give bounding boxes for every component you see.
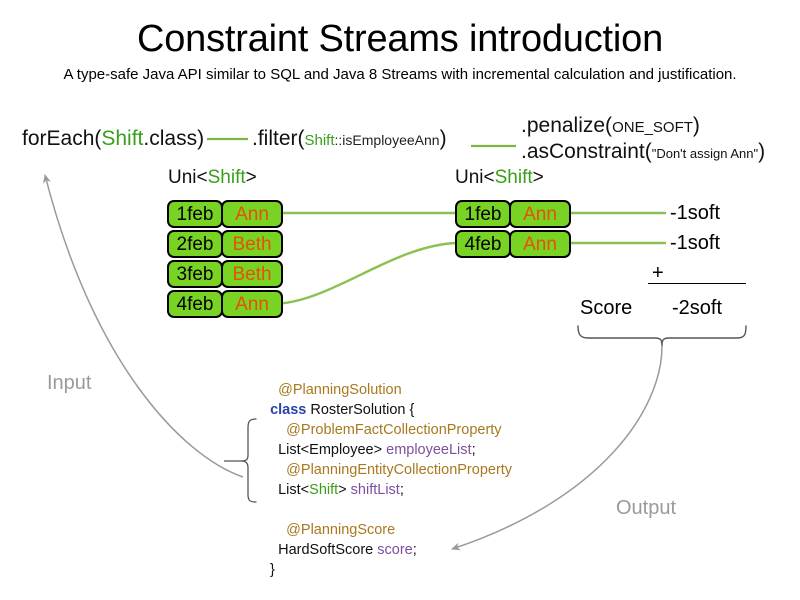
code-token: > <box>338 482 351 498</box>
code-token: RosterSolution { <box>306 402 415 418</box>
penalty-value: -1soft <box>670 232 721 254</box>
uni-left-suffix: > <box>245 167 257 188</box>
shift-chip[interactable]: 4feb Ann <box>167 290 283 318</box>
code-line: @PlanningScore <box>262 520 512 540</box>
filter-expression[interactable]: .filter(Shift::isEmployeeAnn) <box>252 127 447 151</box>
code-token: shiftList <box>350 482 400 498</box>
code-token: score <box>377 542 413 558</box>
code-token: List<Employee> <box>262 442 387 458</box>
filter-ref-type: Shift <box>304 132 335 149</box>
shift-date: 4feb <box>167 290 223 318</box>
for-each-call: forEach( <box>22 127 102 150</box>
code-token: ; <box>471 442 476 458</box>
sum-rule <box>648 283 746 284</box>
shift-employee: Beth <box>221 230 283 258</box>
shift-date: 4feb <box>455 230 511 258</box>
shift-date: 1feb <box>455 200 511 228</box>
code-line: class RosterSolution { <box>262 400 512 420</box>
for-each-expression[interactable]: forEach(Shift.class) <box>22 127 204 151</box>
uni-left-type: Shift <box>207 167 246 188</box>
code-line <box>262 500 512 520</box>
filter-method-ref: ::isEmployeeAnn <box>334 132 440 148</box>
code-line: } <box>262 560 512 580</box>
shift-chip[interactable]: 2feb Beth <box>167 230 283 258</box>
filtered-shift-chip[interactable]: 4feb Ann <box>455 230 571 258</box>
shift-date: 2feb <box>167 230 223 258</box>
for-each-rest: .class) <box>143 127 205 150</box>
uni-left-prefix: Uni< <box>168 167 208 188</box>
total-score-value: -2soft <box>672 297 723 319</box>
code-token: ; <box>399 482 404 498</box>
code-token <box>262 522 286 538</box>
code-token: } <box>262 562 275 578</box>
code-token <box>262 382 278 398</box>
page-subtitle: A type-safe Java API similar to SQL and … <box>63 66 737 83</box>
shift-employee: Ann <box>221 200 283 228</box>
uni-right-type: Shift <box>494 167 533 188</box>
as-constraint-arg: "Don't assign Ann" <box>651 146 759 161</box>
code-token: @ProblemFactCollectionProperty <box>286 422 502 438</box>
code-token <box>262 422 286 438</box>
code-token: employeeList <box>386 442 472 458</box>
page-title: Constraint Streams introduction <box>136 18 664 60</box>
code-token: List< <box>262 482 310 498</box>
shift-employee: Ann <box>509 230 571 258</box>
penalty-value: -1soft <box>670 202 721 224</box>
uni-right-suffix: > <box>532 167 544 188</box>
uni-right-prefix: Uni< <box>455 167 495 188</box>
code-line: @ProblemFactCollectionProperty <box>262 420 512 440</box>
code-line: List<Employee> employeeList; <box>262 440 512 460</box>
as-constraint-expression[interactable]: .asConstraint("Don't assign Ann") <box>521 140 765 164</box>
code-token: @PlanningSolution <box>278 382 402 398</box>
for-each-type: Shift <box>101 127 144 150</box>
output-flow-label: Output <box>616 497 677 519</box>
filtered-shift-chip[interactable]: 1feb Ann <box>455 200 571 228</box>
filter-call: .filter( <box>252 127 305 150</box>
penalize-close: ) <box>692 114 700 137</box>
code-token: ; <box>412 542 417 558</box>
filter-close: ) <box>439 127 447 150</box>
input-flow-label: Input <box>47 372 92 394</box>
java-code-block: @PlanningSolution class RosterSolution {… <box>262 380 512 580</box>
plus-sign: + <box>652 262 664 284</box>
shift-employee: Ann <box>509 200 571 228</box>
code-token: class <box>270 402 307 418</box>
as-constraint-call: .asConstraint( <box>521 140 652 163</box>
shift-chip[interactable]: 3feb Beth <box>167 260 283 288</box>
code-line: HardSoftScore score; <box>262 540 512 560</box>
shift-employee: Beth <box>221 260 283 288</box>
code-line: List<Shift> shiftList; <box>262 480 512 500</box>
shift-employee: Ann <box>221 290 283 318</box>
code-token: @PlanningScore <box>286 522 396 538</box>
code-token: Shift <box>309 482 339 498</box>
code-line: @PlanningSolution <box>262 380 512 400</box>
penalize-expression[interactable]: .penalize(ONE_SOFT) <box>521 114 700 138</box>
uni-type-label-left: Uni<Shift> <box>168 167 257 189</box>
penalize-arg: ONE_SOFT <box>612 119 693 136</box>
code-line: @PlanningEntityCollectionProperty <box>262 460 512 480</box>
shift-date: 3feb <box>167 260 223 288</box>
code-token <box>262 402 270 418</box>
penalize-call: .penalize( <box>521 114 613 137</box>
uni-type-label-right: Uni<Shift> <box>455 167 544 189</box>
shift-chip[interactable]: 1feb Ann <box>167 200 283 228</box>
shift-date: 1feb <box>167 200 223 228</box>
code-token: HardSoftScore <box>262 542 378 558</box>
score-label: Score <box>580 297 633 319</box>
as-constraint-close: ) <box>758 140 766 163</box>
code-token: @PlanningEntityCollectionProperty <box>286 462 513 478</box>
code-token <box>262 462 286 478</box>
